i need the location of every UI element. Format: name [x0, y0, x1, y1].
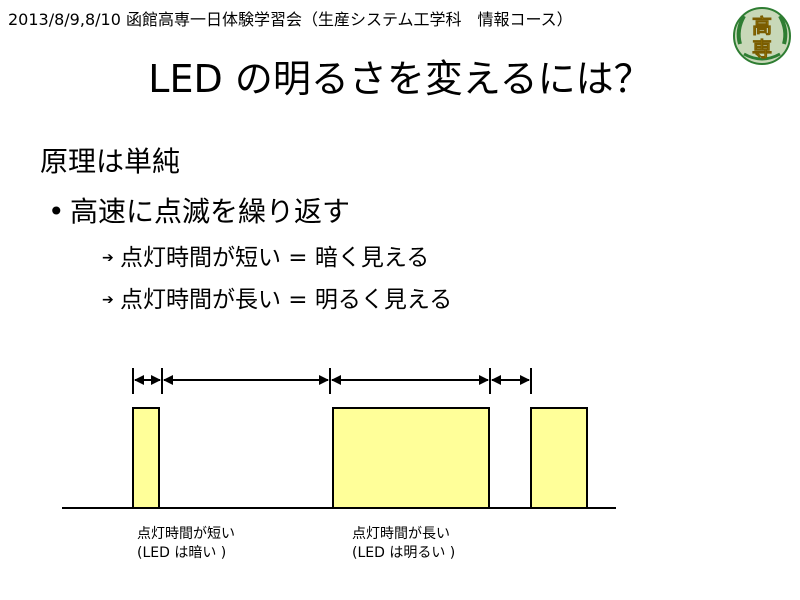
- slide-title: LED の明るさを変えるには？: [148, 57, 652, 101]
- sub-item-text: 点灯時間が短い = 暗く見える: [120, 245, 430, 271]
- header-text: 2013/8/9,8/10 函館高専一日体験学習会（生産システム工学科 情報コー…: [8, 10, 573, 29]
- pulse-next: [530, 407, 588, 509]
- arrow-right-icon: ➔: [102, 250, 114, 266]
- caption-line: 点灯時間が短い: [137, 526, 235, 542]
- caption-short-on: 点灯時間が短い (LED は暗い ): [137, 525, 235, 563]
- caption-line: 点灯時間が長い: [352, 526, 450, 542]
- sub-item-text: 点灯時間が長い = 明るく見える: [120, 287, 453, 313]
- bullet-text: 高速に点滅を繰り返す: [70, 195, 351, 228]
- bullet-item: •高速に点滅を繰り返す: [48, 190, 350, 230]
- emblem-char-top: 高: [752, 14, 772, 38]
- bullet-dot-icon: •: [48, 195, 65, 228]
- arrow-right-icon: ➔: [102, 292, 114, 308]
- caption-long-on: 点灯時間が長い (LED は明るい ): [352, 525, 455, 563]
- sub-item-short: ➔ 点灯時間が短い = 暗く見える: [102, 238, 429, 272]
- intro-text: 原理は単純: [40, 145, 181, 178]
- emblem-char-bottom: 専: [752, 37, 772, 61]
- pulse-short: [132, 407, 160, 509]
- caption-line: (LED は明るい ): [352, 545, 456, 561]
- pulse-long: [332, 407, 490, 509]
- caption-line: (LED は暗い ): [137, 545, 227, 561]
- school-emblem-icon: 高 専: [733, 7, 791, 65]
- sub-item-long: ➔ 点灯時間が長い = 明るく見える: [102, 280, 452, 314]
